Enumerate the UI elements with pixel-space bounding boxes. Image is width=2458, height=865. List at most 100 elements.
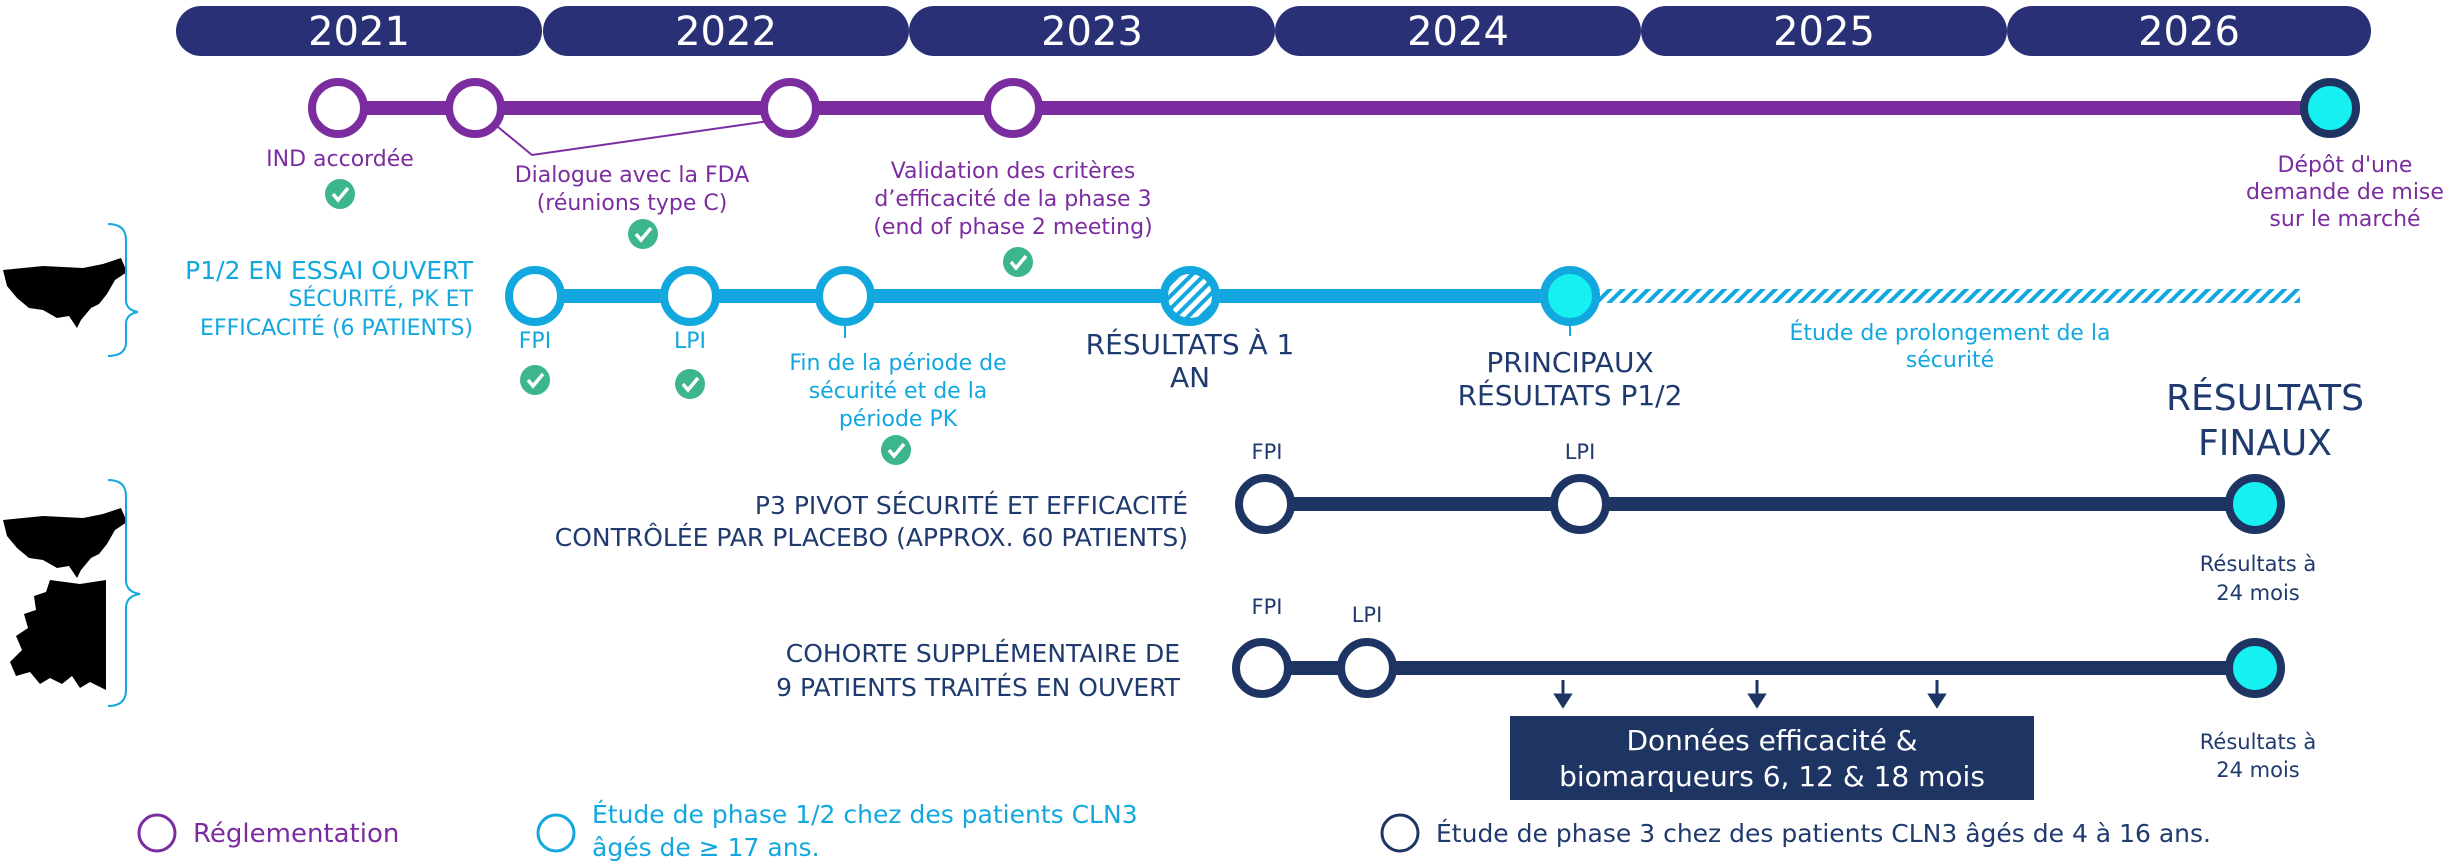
arrow-down-icon (1927, 693, 1947, 709)
check-icon (881, 435, 911, 465)
cohort-title-line1: COHORTE SUPPLÉMENTAIRE DE (786, 639, 1180, 668)
eop2-label-line3: (end of phase 2 meeting) (873, 215, 1152, 240)
submission-label-line1: Dépôt d'une (2278, 153, 2413, 178)
main-results-line1: PRINCIPAUX (1486, 346, 1653, 379)
phase3-lpi-node (1550, 474, 1610, 534)
legend: Réglementation Étude de phase 1/2 chez d… (137, 800, 2211, 862)
check-icon (520, 365, 550, 395)
data-box (1510, 716, 2034, 800)
phase12-fpi-node (505, 266, 565, 326)
legend-phase3-label: Étude de phase 3 chez des patients CLN3 … (1436, 819, 2211, 848)
final-results-line2: FINAUX (2198, 423, 2332, 464)
check-icon (1003, 247, 1033, 277)
main-results-node (1540, 266, 1600, 326)
check-icon (628, 219, 658, 249)
year-2022-pill (543, 6, 909, 56)
legend-phase12-line1: Étude de phase 1/2 chez des patients CLN… (592, 800, 1138, 829)
legend-phase3-marker (1380, 813, 1420, 853)
cohort-results-line2: 24 mois (2216, 758, 2299, 782)
cohort-results-line1: Résultats à (2200, 730, 2316, 754)
fda-node-1 (445, 78, 505, 138)
phase12-lpi-label: LPI (674, 329, 706, 354)
phase12-title-line1: P1/2 EN ESSAI OUVERT (185, 256, 474, 285)
ind-node (308, 78, 368, 138)
phase3-results-line2: 24 mois (2216, 581, 2299, 605)
phase12-fpi-label: FPI (519, 329, 551, 354)
data-arrows (1553, 680, 1947, 709)
usa-map-icon (3, 258, 127, 328)
data-box-line2: biomarqueurs 6, 12 & 18 mois (1559, 760, 1985, 793)
year-label: 2023 (1041, 9, 1143, 55)
phase3-fpi-label: FPI (1252, 440, 1283, 464)
phase12-bracket (107, 223, 139, 357)
phase3-bracket (107, 479, 141, 707)
submission-label-line3: sur le marché (2269, 207, 2420, 232)
eop2-label-line1: Validation des critères (891, 159, 1136, 184)
cohort-lpi-node (1337, 638, 1397, 698)
year-header: 2021 2022 2023 2024 2025 2026 (176, 6, 2371, 56)
extension-hatched-line (1580, 289, 2300, 303)
cohort-track: COHORTE SUPPLÉMENTAIRE DE 9 PATIENTS TRA… (776, 595, 2316, 800)
year-label: 2022 (675, 9, 777, 55)
arrow-down-icon (1553, 693, 1573, 709)
one-year-results-line1: RÉSULTATS À 1 (1086, 327, 1295, 361)
year-2024-pill (1275, 6, 1641, 56)
extension-label-line2: sécurité (1906, 348, 1994, 373)
phase3-track: RÉSULTATS FINAUX P3 PIVOT SÉCURITÉ ET EF… (555, 377, 2364, 605)
one-year-results-node (1160, 266, 1220, 326)
one-year-results-line2: AN (1170, 361, 1210, 394)
extension-label-line1: Étude de prolongement de la (1789, 320, 2110, 346)
regulatory-track: IND accordée Dialogue avec la FDA (réuni… (266, 78, 2444, 240)
phase3-fpi-node (1235, 474, 1295, 534)
year-label: 2021 (308, 9, 410, 55)
year-2021-pill (176, 6, 542, 56)
phase3-title-line2: CONTRÔLÉE PAR PLACEBO (APPROX. 60 PATIEN… (555, 522, 1188, 552)
legend-regulatory-marker (137, 813, 177, 853)
main-results-line2: RÉSULTATS P1/2 (1458, 378, 1683, 412)
fda-label-line2: (réunions type C) (537, 191, 728, 216)
ind-label: IND accordée (266, 147, 414, 172)
cohort-lpi-label: LPI (1352, 603, 1383, 627)
submission-label-line2: demande de mise (2246, 180, 2444, 205)
year-2026-pill (2007, 6, 2371, 56)
phase3-title-line1: P3 PIVOT SÉCURITÉ ET EFFICACITÉ (755, 491, 1188, 520)
safety-pk-end-node (815, 266, 875, 326)
fda-node-2 (760, 78, 820, 138)
year-2023-pill (909, 6, 1275, 56)
safety-pk-end-line1: Fin de la période de (789, 351, 1006, 376)
phase3-results-line1: Résultats à (2200, 552, 2316, 576)
year-2025-pill (1641, 6, 2007, 56)
year-label: 2025 (1773, 9, 1875, 55)
cohort-fpi-label: FPI (1252, 595, 1283, 619)
data-box-line1: Données efficacité & (1626, 724, 1917, 757)
phase12-title-line3: EFFICACITÉ (6 PATIENTS) (200, 315, 473, 341)
safety-pk-end-line3: période PK (839, 407, 958, 432)
cohort-title-line2: 9 PATIENTS TRAITÉS EN OUVERT (776, 673, 1181, 702)
cohort-final-node (2225, 638, 2285, 698)
check-icons (325, 179, 1033, 465)
year-label: 2024 (1407, 9, 1509, 55)
fda-label-line1: Dialogue avec la FDA (515, 163, 750, 188)
legend-regulatory-label: Réglementation (193, 819, 399, 849)
europe-map-icon (10, 580, 106, 690)
check-icon (325, 179, 355, 209)
phase12-track: P1/2 EN ESSAI OUVERT SÉCURITÉ, PK ET EFF… (185, 256, 2300, 432)
legend-phase12-line2: âgés de ≥ 17 ans. (592, 833, 820, 862)
safety-pk-end-line2: sécurité et de la (809, 379, 988, 404)
arrow-down-icon (1747, 693, 1767, 709)
phase3-lpi-label: LPI (1565, 440, 1596, 464)
eop2-node (983, 78, 1043, 138)
phase12-title-line2: SÉCURITÉ, PK ET (289, 286, 474, 312)
eop2-label-line2: d’efficacité de la phase 3 (874, 187, 1151, 212)
check-icon (675, 369, 705, 399)
legend-phase12-marker (536, 813, 576, 853)
cohort-fpi-node (1232, 638, 1292, 698)
submission-node (2300, 78, 2360, 138)
phase3-final-node (2225, 474, 2285, 534)
year-label: 2026 (2138, 9, 2240, 55)
phase12-lpi-node (660, 266, 720, 326)
final-results-line1: RÉSULTATS (2166, 377, 2364, 419)
fda-bracket (474, 107, 791, 157)
usa-map-icon (3, 508, 127, 578)
